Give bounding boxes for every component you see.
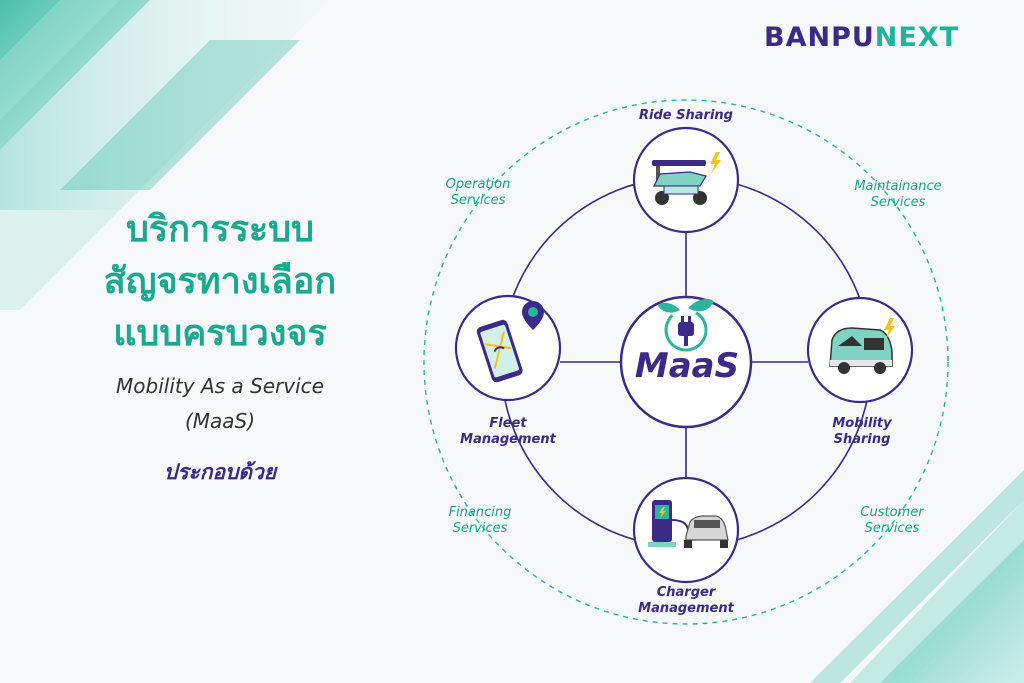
label-operation-line-1: Operation (445, 177, 511, 192)
label-charger-line-2: Management (638, 600, 734, 616)
node-ride-sharing (632, 126, 740, 234)
label-operation-line-2: Services (450, 193, 506, 209)
label-charger-management: Charger Management (626, 585, 746, 616)
outer-dashed-ring (423, 99, 949, 625)
label-financing-line-2: Services (452, 521, 508, 537)
label-charger-line-1: Charger (656, 585, 716, 600)
label-mobility-line-1: Mobility (832, 416, 892, 431)
brand-logo: BANPUNEXT (764, 22, 959, 53)
center-circle (619, 295, 753, 429)
shuttle-icon (829, 327, 893, 374)
decor-bottom-right (810, 470, 1024, 683)
label-operation-services: Operation Services (420, 177, 536, 210)
logo-part-banpu: BANPU (764, 22, 875, 53)
title-line-1: บริการระบบ (126, 209, 314, 250)
label-financing-services: Financing Services (422, 505, 538, 538)
label-customer-services: Customer Services (836, 505, 948, 538)
title-line-2: สัญจรทางเลือก (103, 261, 337, 302)
label-maintenance-line-2: Services (870, 195, 926, 211)
car-icon (684, 515, 729, 548)
label-customer-line-1: Customer (860, 505, 924, 520)
center-maas-label: MaaS (634, 346, 740, 386)
consist-of-label: ประกอบด้วย (163, 460, 277, 484)
node-mobility-sharing (806, 296, 914, 404)
node-fleet-management (454, 294, 562, 402)
charging-station-icon (648, 500, 690, 547)
bolt-icon (710, 152, 721, 174)
title-line-3: แบบครบวงจร (113, 313, 327, 354)
phone-map-icon (476, 319, 523, 383)
label-maintenance-line-1: Maintainance (854, 179, 942, 194)
label-ride-sharing: Ride Sharing (639, 108, 733, 123)
subtitle-line-1: Mobility As a Service (116, 374, 324, 398)
eco-plug-icon (658, 298, 714, 352)
tuktuk-icon (652, 160, 707, 205)
label-fleet-management: Fleet Management (446, 416, 570, 447)
label-fleet-line-1: Fleet (489, 416, 527, 431)
subtitle-line-2: (MaaS) (184, 409, 256, 433)
label-customer-line-2: Services (864, 521, 920, 537)
node-charger-management (632, 476, 740, 584)
label-fleet-line-2: Management (460, 431, 556, 447)
label-mobility-sharing: Mobility Sharing (812, 416, 912, 447)
label-maintenance-services: Maintainance Services (834, 179, 962, 212)
label-mobility-line-2: Sharing (833, 431, 891, 447)
bolt-icon (884, 318, 895, 340)
decor-top-left (0, 0, 330, 310)
label-financing-line-1: Financing (448, 505, 512, 520)
logo-part-next: NEXT (874, 22, 960, 53)
